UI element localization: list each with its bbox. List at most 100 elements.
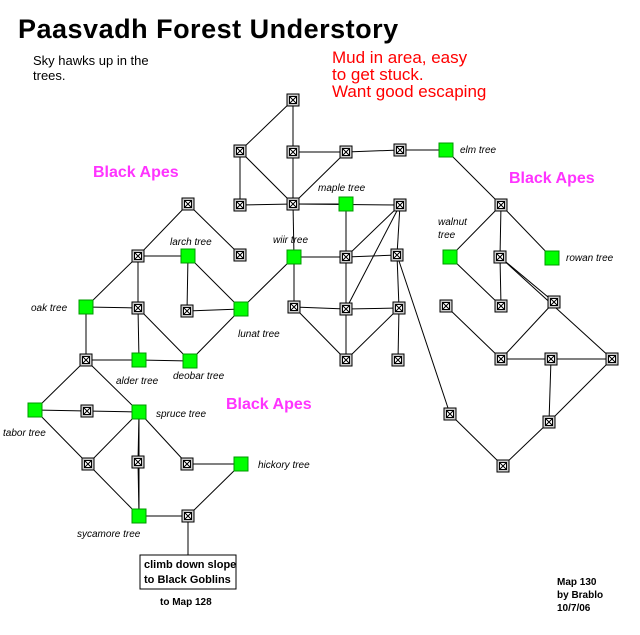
room-r18[interactable] bbox=[287, 300, 301, 314]
path-spruce-r33 bbox=[87, 411, 140, 465]
path-tabor-r30 bbox=[34, 409, 88, 412]
room-r36[interactable] bbox=[496, 459, 510, 473]
room-r34[interactable] bbox=[131, 455, 145, 469]
room-r25[interactable] bbox=[339, 353, 353, 367]
label-walnut-line-2: tree bbox=[438, 230, 456, 241]
tree-room-maple[interactable] bbox=[338, 196, 354, 212]
label-maple-tree: maple tree bbox=[318, 183, 366, 194]
tree-room-larch[interactable] bbox=[180, 248, 196, 264]
path-r37-hickory bbox=[187, 463, 242, 517]
room-r3[interactable] bbox=[286, 145, 300, 159]
path-larch-r17 bbox=[186, 255, 189, 312]
room-r15[interactable] bbox=[493, 250, 507, 264]
room-r22[interactable] bbox=[494, 299, 508, 313]
path-r31-r36 bbox=[449, 413, 504, 467]
room-r16[interactable] bbox=[131, 301, 145, 315]
tree-room-alder[interactable] bbox=[131, 352, 147, 368]
room-r35[interactable] bbox=[180, 457, 194, 471]
path-r18-r25 bbox=[293, 306, 347, 361]
path-r24-tabor bbox=[34, 359, 87, 411]
tree-room-spruce[interactable] bbox=[131, 404, 147, 420]
path-r10-walnut bbox=[449, 204, 502, 258]
exit-box[interactable]: climb down slope to Black Goblins bbox=[139, 554, 237, 590]
room-r33[interactable] bbox=[81, 457, 95, 471]
room-r26[interactable] bbox=[391, 353, 405, 367]
room-r7[interactable] bbox=[233, 198, 247, 212]
tree-room-tabor[interactable] bbox=[27, 402, 43, 418]
tree-room-oak[interactable] bbox=[78, 299, 94, 315]
label-sycamore-tree: sycamore tree bbox=[77, 529, 141, 540]
path-r6-r11 bbox=[137, 203, 189, 257]
room-r24[interactable] bbox=[79, 353, 93, 367]
tree-room-sycamore[interactable] bbox=[131, 508, 147, 524]
path-r19-r20 bbox=[345, 307, 400, 310]
room-r23[interactable] bbox=[547, 295, 561, 309]
path-r20-r26 bbox=[397, 307, 400, 361]
path-r2-r8 bbox=[239, 150, 294, 205]
path-alder-deobar bbox=[138, 359, 191, 362]
exit-destination: to Map 128 bbox=[160, 597, 212, 608]
tree-room-rowan[interactable] bbox=[544, 250, 560, 266]
room-r30[interactable] bbox=[80, 404, 94, 418]
path-r24-spruce bbox=[85, 359, 140, 413]
path-r18-r19 bbox=[293, 306, 347, 310]
path-oak-r16 bbox=[85, 306, 139, 309]
room-r1[interactable] bbox=[286, 93, 300, 107]
path-r9-r13 bbox=[345, 204, 401, 258]
room-r29[interactable] bbox=[605, 352, 619, 366]
path-elm-r10 bbox=[445, 149, 502, 206]
warning-line-2: to get stuck. bbox=[332, 65, 424, 84]
label-spruce-tree: spruce tree bbox=[156, 409, 206, 420]
room-r11[interactable] bbox=[131, 249, 145, 263]
path-lunat-deobar bbox=[189, 308, 242, 362]
path-r36-r32 bbox=[502, 421, 550, 467]
path-r11-oak bbox=[85, 255, 139, 308]
path-tabor-r33 bbox=[34, 409, 89, 465]
path-r10-rowan bbox=[500, 204, 553, 259]
room-r28[interactable] bbox=[544, 352, 558, 366]
label-alder-tree: alder tree bbox=[116, 376, 159, 387]
room-r32[interactable] bbox=[542, 415, 556, 429]
path-r4-r5 bbox=[345, 149, 401, 153]
path-r15-r23 bbox=[499, 256, 555, 303]
path-walnut-r22 bbox=[449, 256, 502, 307]
label-wiir-tree: wiir tree bbox=[273, 235, 308, 246]
warning-line-3: Want good escaping bbox=[332, 82, 486, 101]
tree-room-wiir[interactable] bbox=[286, 249, 302, 265]
exit-box-line-1: climb down slope bbox=[144, 559, 236, 571]
note-line-2: trees. bbox=[33, 68, 66, 83]
tree-room-lunat[interactable] bbox=[233, 301, 249, 317]
room-r19[interactable] bbox=[339, 302, 353, 316]
room-r27[interactable] bbox=[494, 352, 508, 366]
path-lunat-r17 bbox=[186, 308, 242, 312]
room-r31[interactable] bbox=[443, 407, 457, 421]
path-r27-r23 bbox=[500, 301, 555, 360]
tree-room-walnut[interactable] bbox=[442, 249, 458, 265]
tree-room-hickory[interactable] bbox=[233, 456, 249, 472]
tree-room-deobar[interactable] bbox=[182, 353, 198, 369]
label-elm-tree: elm tree bbox=[460, 145, 497, 156]
label-oak-tree: oak tree bbox=[31, 303, 68, 314]
exit-box-line-2: to Black Goblins bbox=[144, 574, 231, 586]
path-r16-deobar bbox=[137, 307, 191, 362]
room-r8[interactable] bbox=[286, 197, 300, 211]
tree-room-elm[interactable] bbox=[438, 142, 454, 158]
room-r6[interactable] bbox=[181, 197, 195, 211]
path-r14-r20 bbox=[396, 254, 400, 309]
label-lunat-tree: lunat tree bbox=[238, 329, 280, 340]
room-r4[interactable] bbox=[339, 145, 353, 159]
room-r13[interactable] bbox=[339, 250, 353, 264]
room-r20[interactable] bbox=[392, 301, 406, 315]
path-lunat-wiir bbox=[240, 256, 295, 310]
room-r5[interactable] bbox=[393, 143, 407, 157]
path-r29-r32 bbox=[548, 358, 613, 423]
room-r21[interactable] bbox=[439, 299, 453, 313]
room-r14[interactable] bbox=[390, 248, 404, 262]
room-r12[interactable] bbox=[233, 248, 247, 262]
room-r9[interactable] bbox=[393, 198, 407, 212]
label-rowan-tree: rowan tree bbox=[566, 253, 614, 264]
room-r37[interactable] bbox=[181, 509, 195, 523]
room-r10[interactable] bbox=[494, 198, 508, 212]
room-r17[interactable] bbox=[180, 304, 194, 318]
room-r2[interactable] bbox=[233, 144, 247, 158]
